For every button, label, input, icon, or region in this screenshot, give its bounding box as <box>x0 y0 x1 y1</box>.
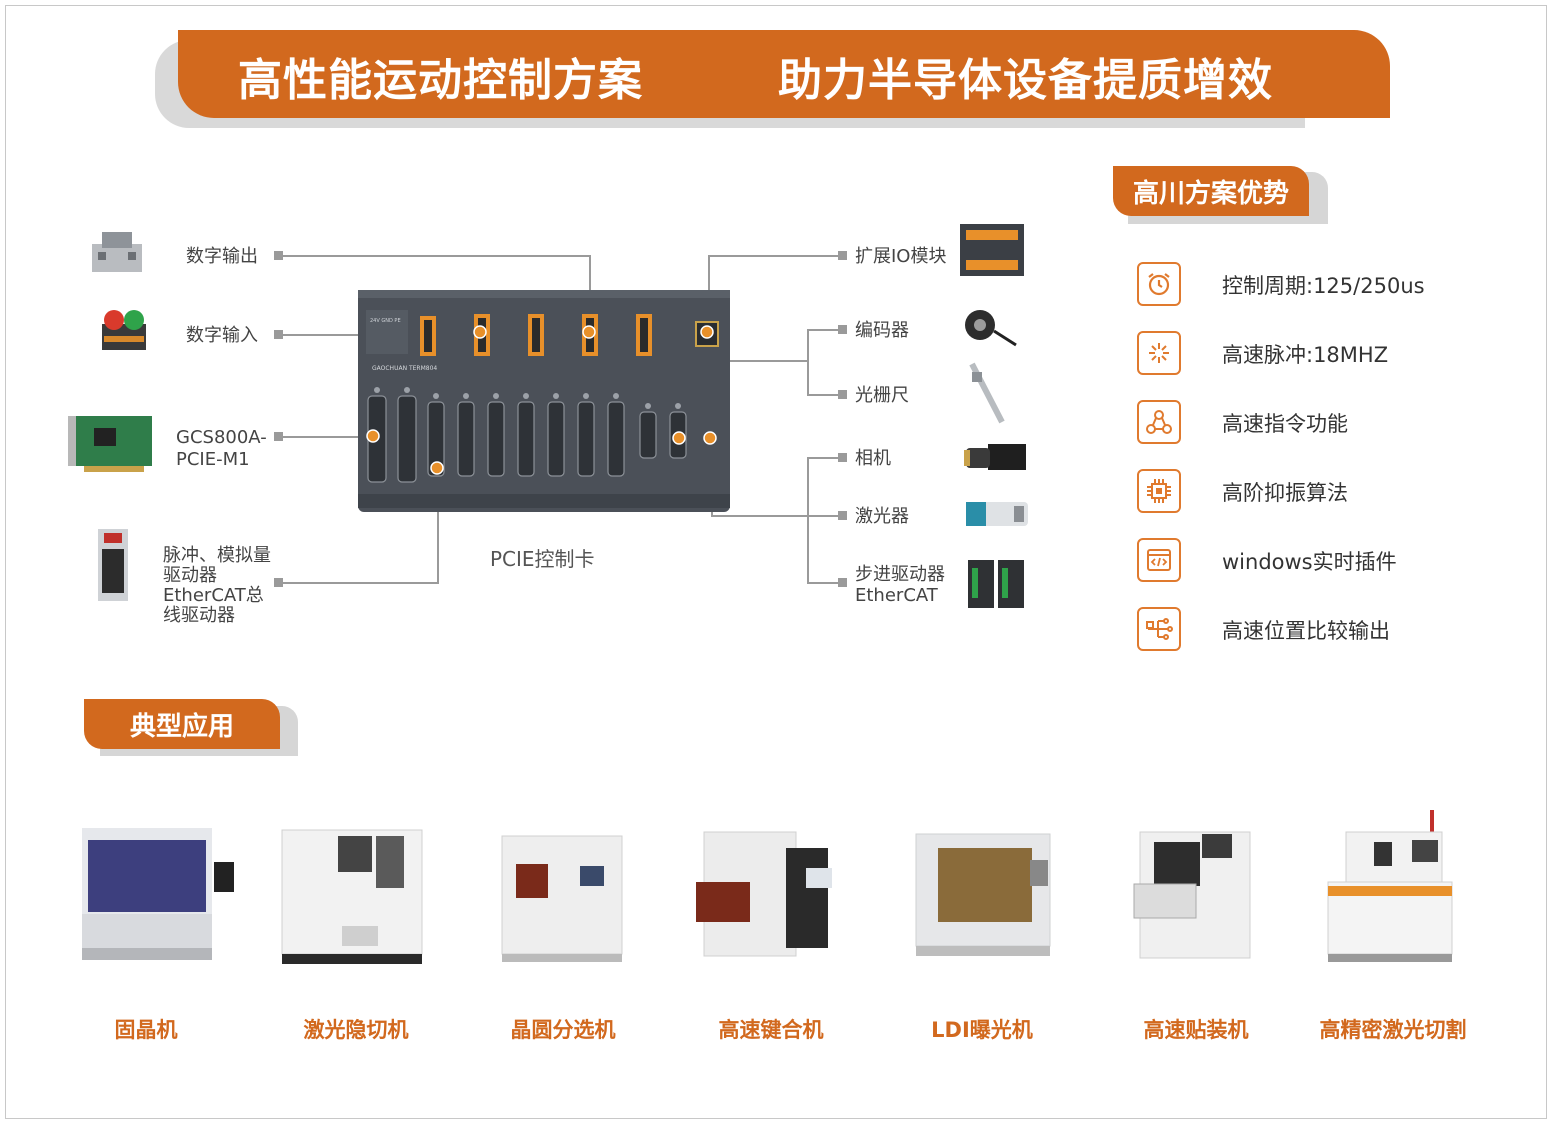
grating-scale-image <box>969 362 1005 424</box>
advantage-pulse: 高速脉冲:18MHZ <box>1222 343 1389 367</box>
die-bonder-machine-image <box>82 828 234 960</box>
label-driver-line2: 驱动器 <box>163 565 217 586</box>
controller-terminal-board: 24V GND PE GAOCHUAN TERM804 <box>358 290 730 512</box>
servo-driver-image <box>98 529 128 601</box>
app-wafer-sorter: 晶圆分选机 <box>510 1018 616 1042</box>
stepper-driver-image <box>968 560 1024 608</box>
line-digital-output <box>278 255 590 257</box>
app-laser-stealth-dicing: 激光隐切机 <box>303 1018 409 1042</box>
marker-stepper <box>838 578 847 587</box>
banner-title-left: 高性能运动控制方案 <box>238 55 643 106</box>
marker-camera <box>838 453 847 462</box>
line-card <box>278 436 373 438</box>
line-io-module <box>709 255 844 257</box>
marker-digital-output <box>274 251 283 260</box>
precision-laser-cutter-image <box>1327 810 1453 962</box>
line-grating <box>808 394 844 396</box>
line-encoder-grating-bus <box>807 329 809 396</box>
label-io-module: 扩展IO模块 <box>855 246 947 267</box>
marker-driver <box>274 578 283 587</box>
label-grating: 光栅尺 <box>855 385 909 406</box>
line-stepper <box>808 582 844 584</box>
laser-image <box>966 502 1028 526</box>
marker-digital-input <box>274 330 283 339</box>
io-module-image <box>960 224 1024 276</box>
line-encoder-bus-link <box>680 360 808 362</box>
svg-text:24V GND PE: 24V GND PE <box>370 318 401 324</box>
advantage-vibration: 高阶抑振算法 <box>1222 481 1348 505</box>
label-driver-line3: EtherCAT总 <box>163 585 264 606</box>
wafer-sorter-image <box>501 835 623 962</box>
ldi-exposure-machine-image <box>915 833 1051 956</box>
label-encoder: 编码器 <box>855 320 909 341</box>
app-die-bonder: 固晶机 <box>114 1018 178 1042</box>
high-speed-bonder-image <box>696 831 832 957</box>
title-banner <box>178 30 1390 118</box>
alarm-clock-icon <box>1137 262 1181 306</box>
marker-io-module <box>838 251 847 260</box>
line-right-bus <box>807 457 809 584</box>
marker-card <box>274 432 283 441</box>
relay-module-image <box>92 232 142 272</box>
label-card-line2: PCIE-M1 <box>176 449 250 470</box>
line-laser <box>712 515 844 517</box>
pcie-card-image <box>68 416 152 472</box>
line-encoder <box>808 329 844 331</box>
command-network-icon <box>1137 400 1181 444</box>
advantages-heading: 高川方案优势 <box>1113 166 1309 216</box>
label-laser: 激光器 <box>855 506 909 527</box>
line-driver-rise <box>437 468 439 584</box>
line-camera <box>808 457 844 459</box>
advantage-windows: windows实时插件 <box>1222 550 1397 574</box>
line-driver <box>278 582 438 584</box>
advantage-position-compare: 高速位置比较输出 <box>1222 619 1390 643</box>
advantage-control-cycle: 控制周期:125/250us <box>1222 274 1425 298</box>
app-high-speed-bonder: 高速键合机 <box>718 1018 824 1042</box>
app-ldi-exposure: LDI曝光机 <box>931 1018 1033 1042</box>
advantage-command: 高速指令功能 <box>1222 412 1348 436</box>
pcie-card-caption: PCIE控制卡 <box>490 547 595 571</box>
marker-encoder <box>838 325 847 334</box>
marker-laser <box>838 511 847 520</box>
label-stepper-line1: 步进驱动器 <box>855 564 945 585</box>
label-digital-input: 数字输入 <box>186 325 258 346</box>
camera-image <box>964 444 1026 470</box>
app-high-speed-mounter: 高速贴装机 <box>1143 1018 1249 1042</box>
app-precision-laser-cutting: 高精密激光切割 <box>1319 1018 1467 1042</box>
label-camera: 相机 <box>855 448 891 469</box>
board-brand-text: GAOCHUAN TERM804 <box>372 365 437 372</box>
label-driver-line1: 脉冲、模拟量 <box>163 545 271 566</box>
label-stepper-line2: EtherCAT <box>855 585 938 606</box>
page-frame <box>5 5 1547 1119</box>
pulse-burst-icon <box>1137 331 1181 375</box>
banner-title-right: 助力半导体设备提质增效 <box>778 55 1273 106</box>
push-button-image <box>102 310 146 350</box>
chip-icon <box>1137 469 1181 513</box>
laser-stealth-dicing-image <box>281 829 423 964</box>
label-driver-line4: 线驱动器 <box>163 605 235 626</box>
applications-heading: 典型应用 <box>84 699 280 749</box>
code-window-icon <box>1137 538 1181 582</box>
high-speed-mounter-image <box>1133 831 1251 959</box>
label-digital-output: 数字输出 <box>186 246 258 267</box>
label-card-line1: GCS800A- <box>176 427 267 448</box>
output-branch-icon <box>1137 607 1181 651</box>
marker-grating <box>838 390 847 399</box>
encoder-image <box>965 310 1017 347</box>
